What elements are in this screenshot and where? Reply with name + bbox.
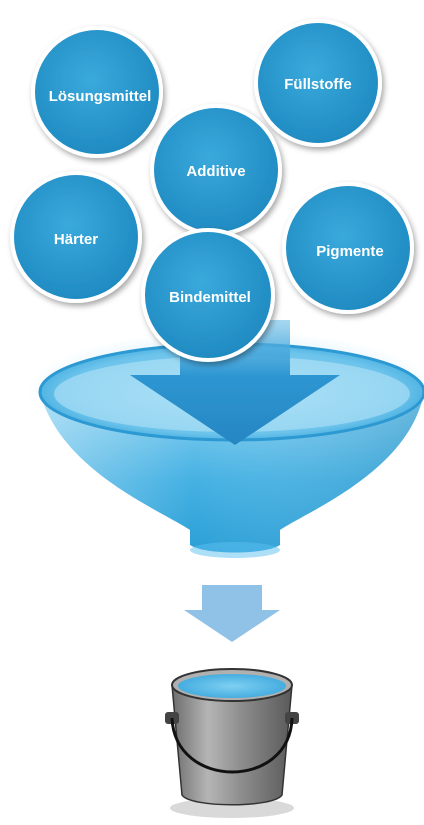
- paint-bucket-icon: [165, 668, 299, 818]
- ingredient-label-haerter: Härter: [54, 231, 98, 248]
- ingredient-circle-bindemittel: Bindemittel: [141, 228, 275, 362]
- ingredient-label-fuellstoffe: Füllstoffe: [284, 76, 352, 93]
- ingredient-circle-pigmente: Pigmente: [282, 182, 414, 314]
- ingredient-circle-fuellstoffe: Füllstoffe: [254, 19, 382, 147]
- ingredient-circle-loesungsmittel: Lösungsmittel: [31, 26, 163, 158]
- ingredient-circle-additive: Additive: [150, 104, 282, 236]
- small-down-arrow-icon: [184, 585, 280, 642]
- ingredient-label-loesungsmittel: Lösungsmittel: [49, 88, 152, 105]
- ingredient-label-bindemittel: Bindemittel: [169, 289, 251, 306]
- ingredient-circle-haerter: Härter: [10, 171, 142, 303]
- ingredient-label-additive: Additive: [186, 163, 245, 180]
- ingredient-label-pigmente: Pigmente: [316, 243, 384, 260]
